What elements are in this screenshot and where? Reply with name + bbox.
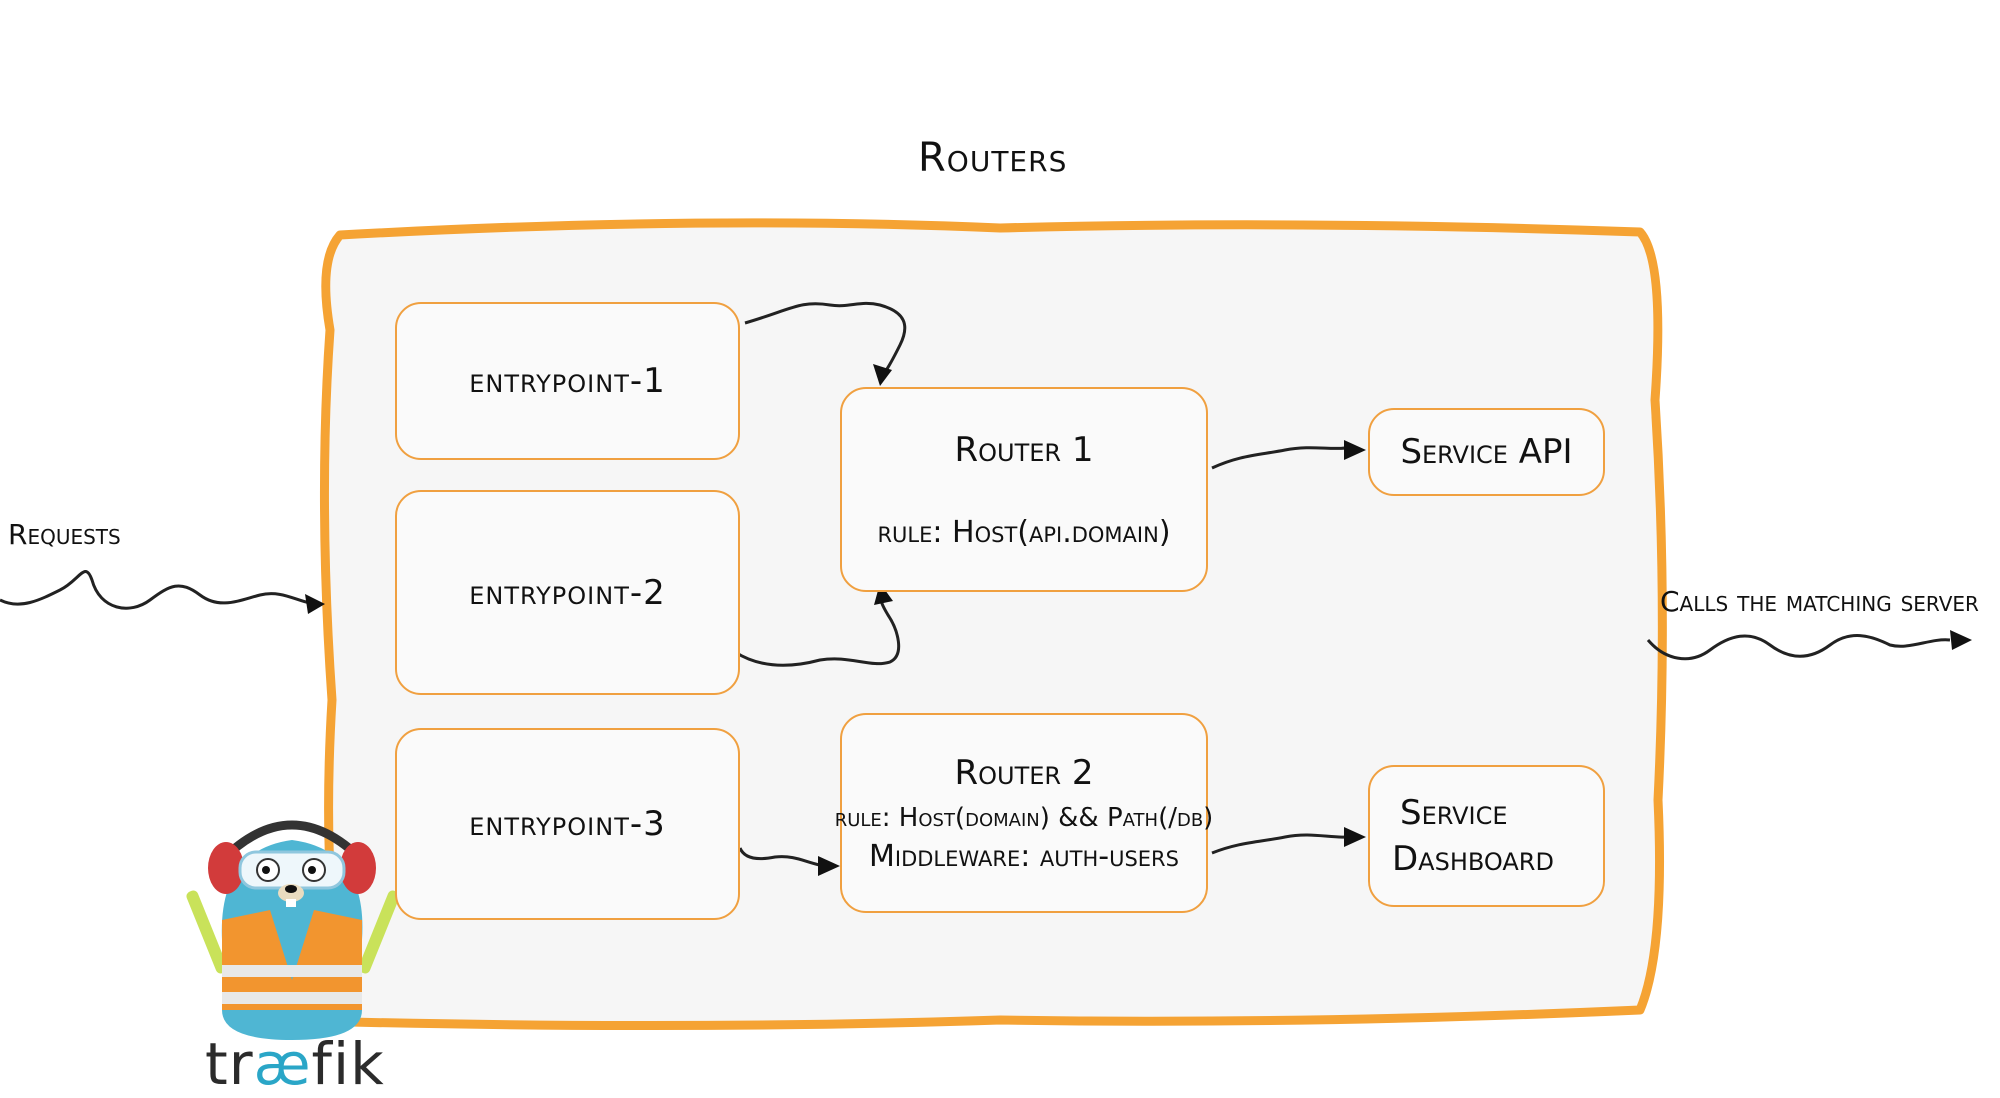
service-dashboard-label-line2: Dashboard: [1392, 839, 1554, 879]
output-arrow: [1646, 634, 1951, 661]
service-dashboard-label-line1: Service: [1400, 793, 1508, 833]
service-api-label: Service API: [1400, 432, 1573, 472]
vest-stripe-2: [222, 992, 362, 1004]
gopher-nose: [285, 885, 297, 893]
pupil-right: [308, 866, 316, 874]
ep1-arrowhead: [873, 364, 892, 386]
logo-text-after: fik: [311, 1030, 385, 1098]
traefik-logo-text: træfik: [205, 1030, 385, 1098]
router1-arrowhead: [1344, 440, 1366, 460]
ep1-to-router1-arrow: [744, 301, 907, 373]
router-2-rule: rule: Host(domain) && Path(/db): [834, 802, 1214, 833]
router-2-middleware: Middleware: auth-users: [869, 838, 1179, 874]
service-dashboard-box: Service Dashboard: [1368, 765, 1605, 907]
output-arrowhead: [1950, 630, 1972, 650]
ep3-to-router2-arrow: [738, 847, 821, 867]
calls-matching-server-label: Calls the matching server: [1660, 585, 1979, 618]
router-2-title: Router 2: [954, 752, 1094, 793]
ep2-to-router1-arrow: [734, 596, 901, 667]
gopher-teeth: [286, 899, 296, 907]
headphone-left: [208, 842, 244, 894]
safety-vest: [222, 910, 362, 1010]
entrypoint-3-box: entrypoint-3: [395, 728, 740, 920]
router2-arrowhead: [1344, 827, 1366, 847]
logo-text-before: tr: [205, 1030, 254, 1098]
headphone-right: [340, 842, 376, 894]
service-api-box: Service API: [1368, 408, 1605, 496]
light-stick-right: [358, 890, 400, 974]
goggles: [238, 850, 346, 890]
router2-to-service-dashboard-arrow: [1211, 833, 1346, 855]
router1-to-service-api-arrow: [1211, 446, 1346, 470]
diagram-title: Routers: [918, 135, 1068, 181]
ep3-arrowhead: [818, 856, 840, 876]
entrypoint-2-label: entrypoint-2: [469, 572, 666, 613]
vest-stripe-1: [222, 965, 362, 977]
router-1-title: Router 1: [954, 429, 1094, 470]
requests-label: Requests: [8, 518, 121, 551]
pupil-left: [262, 866, 270, 874]
gopher-mascot: [186, 820, 400, 1040]
entrypoint-3-label: entrypoint-3: [469, 804, 666, 844]
entrypoint-1-label: entrypoint-1: [469, 361, 666, 401]
logo-text-accent: æ: [253, 1030, 312, 1098]
entrypoint-2-box: entrypoint-2: [395, 490, 740, 695]
router-2-box: Router 2 rule: Host(domain) && Path(/db)…: [835, 713, 1213, 913]
entrypoint-1-box: entrypoint-1: [395, 302, 740, 460]
headphone-band: [218, 820, 366, 864]
router-1-rule: rule: Host(api.domain): [877, 514, 1171, 550]
requests-arrowhead: [305, 594, 325, 614]
light-stick-left: [186, 890, 228, 974]
requests-arrow: [0, 570, 311, 610]
router-1-box: Router 1 rule: Host(api.domain): [840, 387, 1208, 592]
